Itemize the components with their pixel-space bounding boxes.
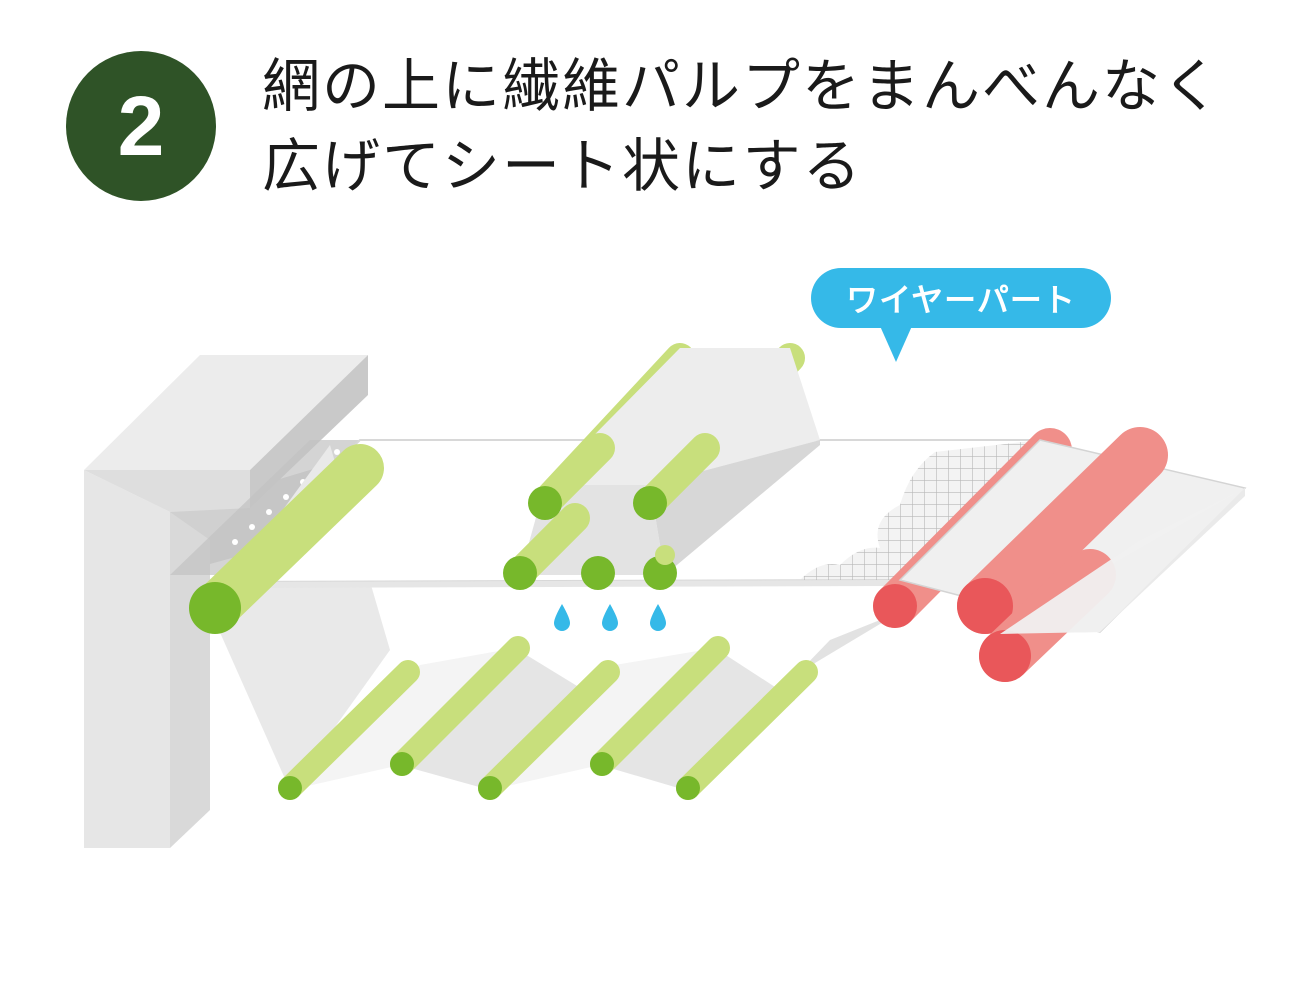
callout-tail [880,326,912,362]
water-drop-icon [554,604,570,631]
red-roller-icon [957,578,1013,634]
wire-part-callout: ワイヤーパート [811,268,1111,328]
green-roller-icon [590,752,614,776]
page-title: 網の上に繊維パルプをまんべんなく 広げてシート状にする [262,46,1272,206]
green-roller-icon [478,776,502,800]
suction-box [503,343,820,590]
green-roller-icon [633,486,667,520]
green-roller-icon [676,776,700,800]
water-drops [554,604,666,631]
green-roller-icon [503,556,537,590]
green-roller-icon [278,776,302,800]
water-drop-icon [602,604,618,631]
callout-label: ワイヤーパート [846,281,1076,319]
green-roller-icon [643,556,677,590]
breast-roll [189,444,384,634]
press-section [873,427,1247,682]
water-drop-icon [650,604,666,631]
lower-rollers [278,636,818,800]
green-roller-icon [189,582,241,634]
step-badge: 2 [66,51,216,201]
green-roller-icon [390,752,414,776]
green-roller-icon [581,556,615,590]
step-number: 2 [117,79,165,173]
green-roller-icon [528,486,562,520]
red-roller-icon [873,584,917,628]
title-line-1: 網の上に繊維パルプをまんべんなく [262,52,1223,120]
red-roller-icon [979,630,1031,682]
title-line-2: 広げてシート状にする [262,132,863,200]
